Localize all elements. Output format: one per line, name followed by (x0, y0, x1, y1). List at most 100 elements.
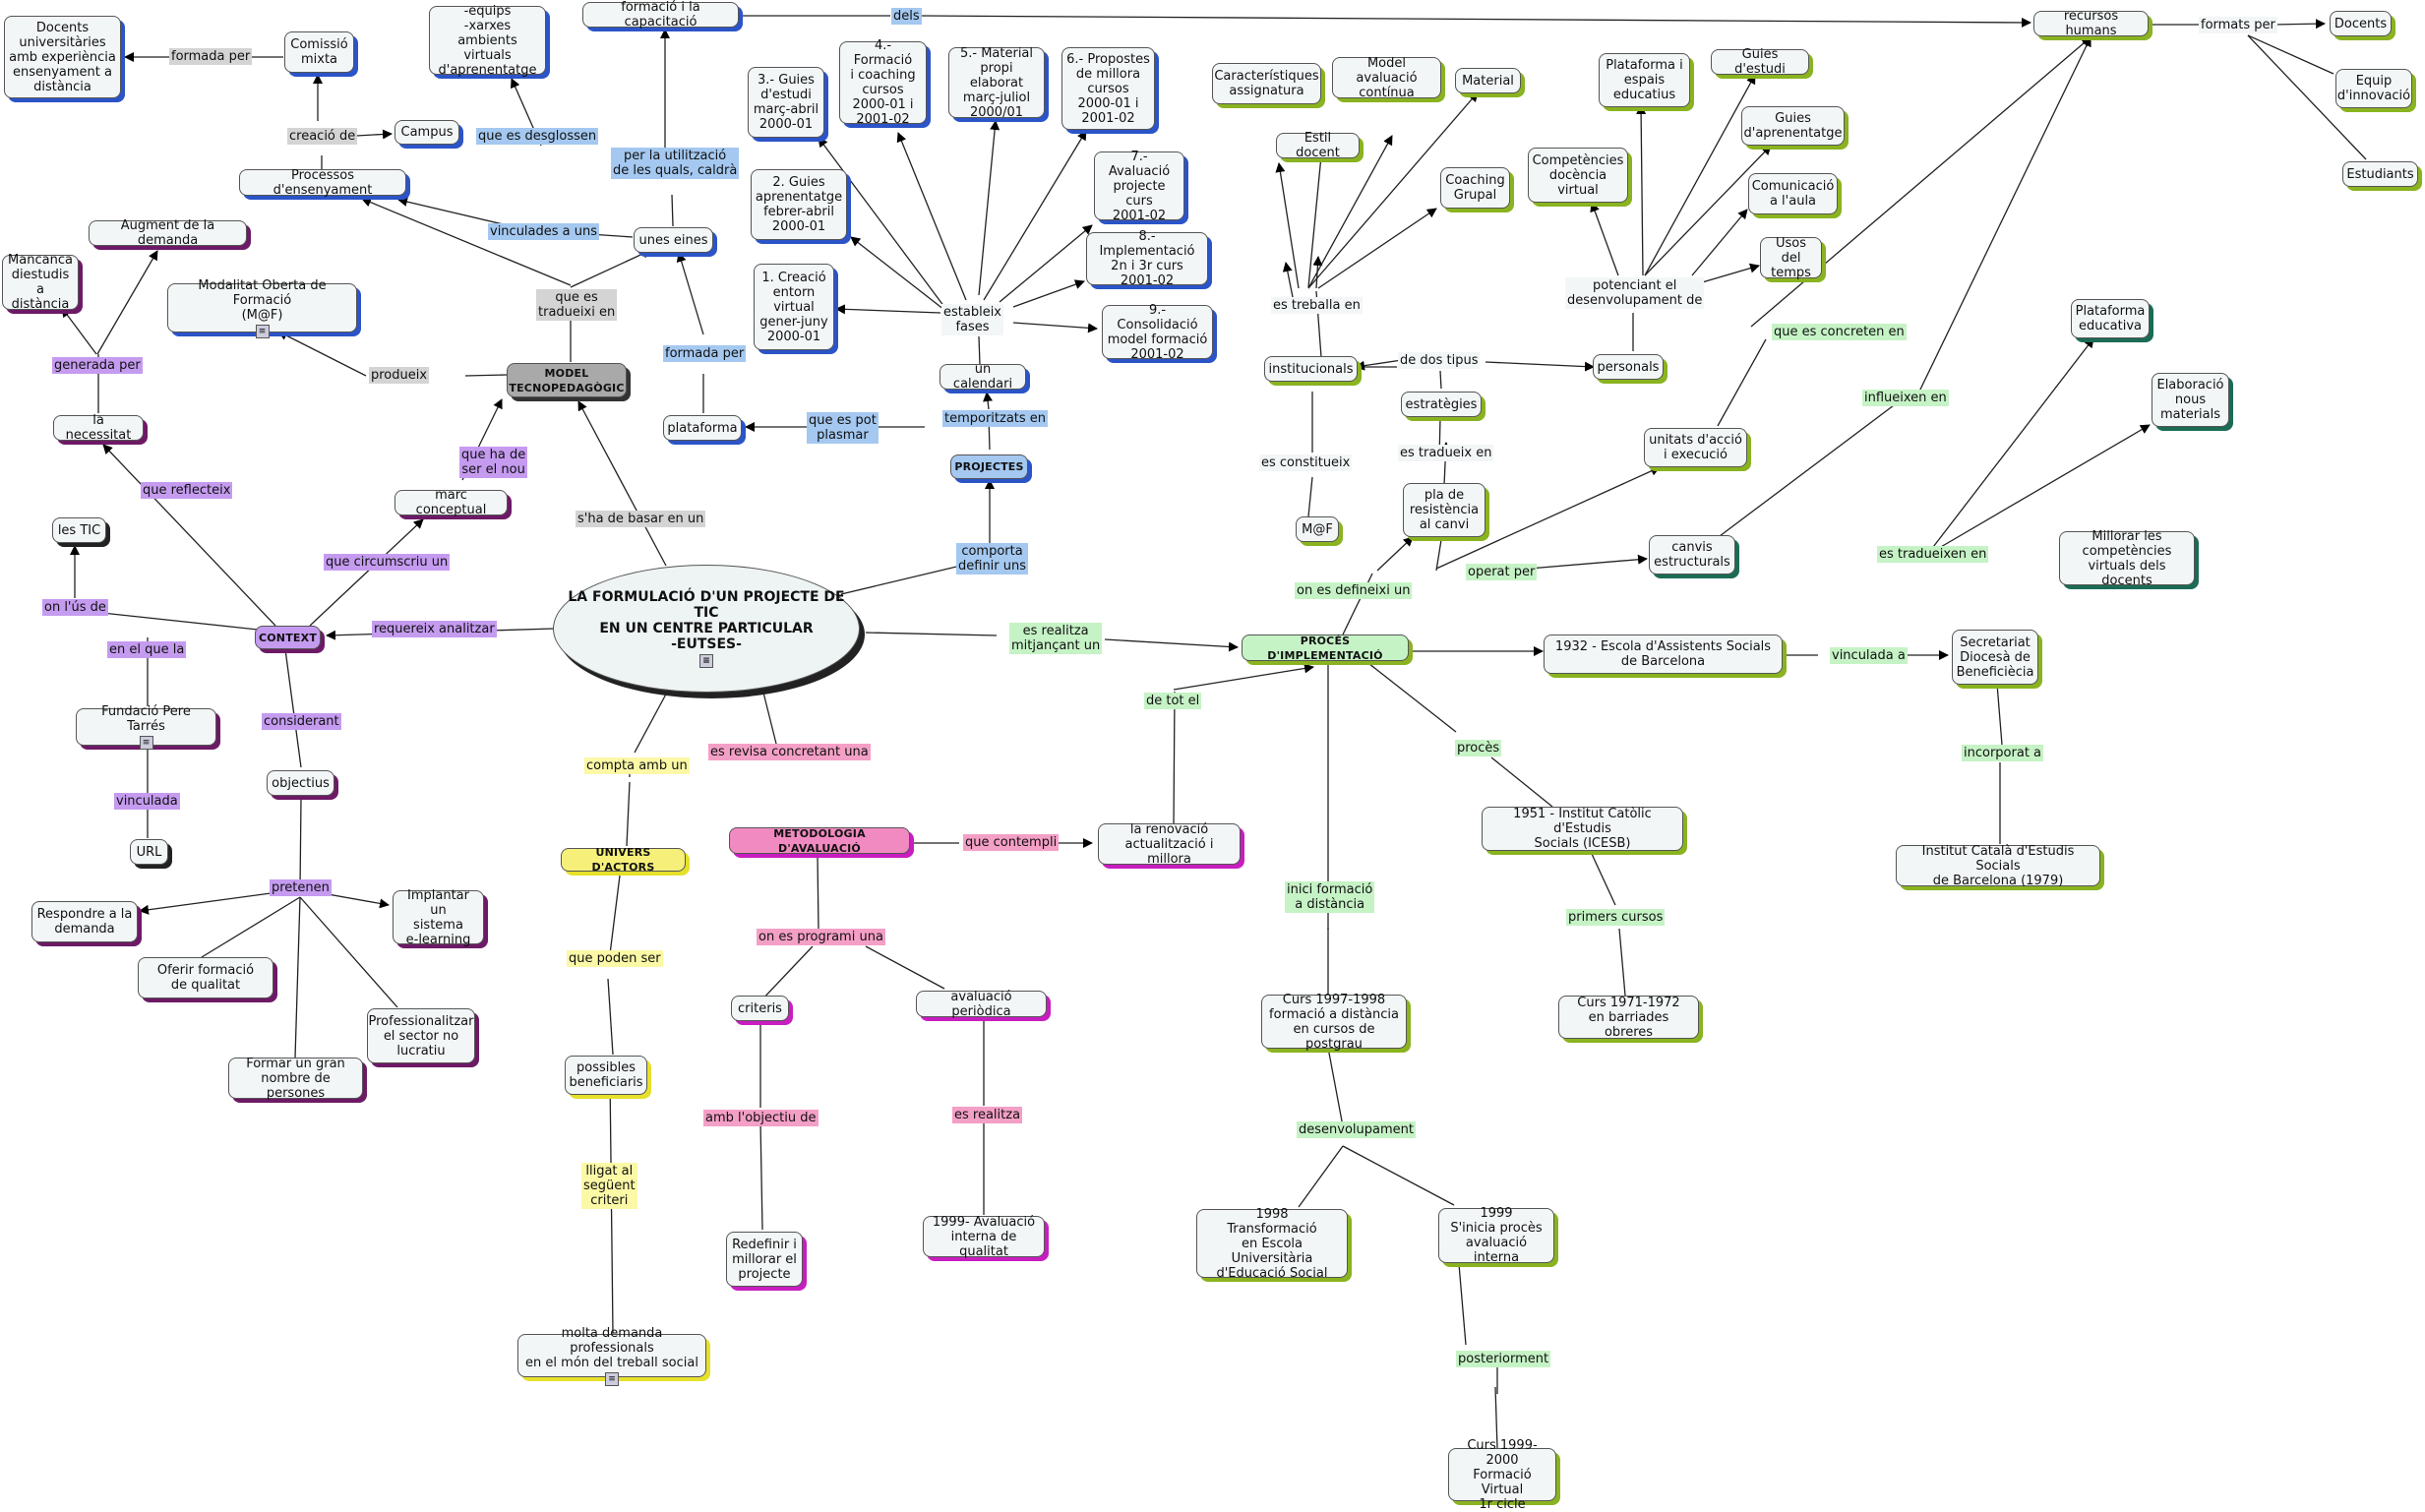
node-plataforma[interactable]: plataforma (663, 415, 742, 441)
document-icon[interactable]: ≡ (255, 324, 270, 338)
node-pla-resistencia[interactable]: pla de resistència al canvi (1403, 483, 1485, 537)
node-curs-1971[interactable]: Curs 1971-1972 en barriades obreres (1558, 996, 1699, 1040)
node-la-necessitat[interactable]: la necessitat (53, 413, 144, 443)
node-model-tecnopedagogic[interactable]: MODEL TECNOPEDAGÒGIC (507, 363, 627, 397)
node-oferir-formacio[interactable]: Oferir formació de qualitat (138, 957, 273, 998)
link-estableix-fases: estableix fases (941, 304, 1004, 335)
node-unitats-accio[interactable]: unitats d'acció i execució (1644, 428, 1747, 467)
node-model-avaluacio[interactable]: Model avaluació contínua (1332, 56, 1441, 100)
document-icon[interactable]: ≡ (699, 654, 713, 668)
link-influeixen-en: influeixen en (1862, 390, 1949, 406)
node-objectius[interactable]: objectius (267, 770, 334, 796)
node-icesb-1951[interactable]: 1951 - Institut Catòlic d'Estudis Social… (1482, 807, 1683, 851)
node-caracteristiques[interactable]: Característiques assignatura (1212, 63, 1321, 104)
node-comunicacio-aula[interactable]: Comunicació a l'aula (1748, 173, 1838, 214)
node-material[interactable]: Material (1455, 68, 1521, 93)
node-projectes[interactable]: PROJECTES (950, 454, 1028, 479)
node-modalitat-oberta[interactable]: Modalitat Oberta de Formació (M@F) ≡ (167, 278, 357, 338)
node-recursos-humans[interactable]: recursos humans (2033, 9, 2149, 38)
node-coaching-grupal[interactable]: Coaching Grupal (1440, 167, 1510, 209)
node-personals[interactable]: personals (1593, 354, 1664, 380)
document-icon[interactable]: ≡ (139, 736, 153, 750)
node-main-formulacio[interactable]: LA FORMULACIÓ D'UN PROJECTE DE TIC EN UN… (553, 565, 860, 693)
link-on-lus-de: on l'ús de (42, 599, 108, 616)
node-processos-ensenyament[interactable]: Processos d'ensenyament (239, 168, 406, 198)
node-transformacio-1998[interactable]: 1998 Transformació en Escola Universitàr… (1196, 1207, 1348, 1281)
node-respondre-demanda[interactable]: Respondre a la demanda (31, 901, 138, 942)
node-fase-6[interactable]: 6.- Propostes de millora cursos 2000-01 … (1061, 47, 1155, 130)
node-comissio-mixta[interactable]: Comissió mixta (284, 31, 354, 73)
node-competencies-docencia[interactable]: Competències docència virtual (1528, 148, 1628, 203)
node-institut-1979[interactable]: Institut Català d'Estudis Socials de Bar… (1896, 844, 2100, 888)
node-avaluacio-1999[interactable]: 1999- Avaluació interna de qualitat (923, 1215, 1045, 1259)
node-guies-estudi[interactable]: Guies d'estudi (1711, 47, 1809, 77)
node-institucionals[interactable]: institucionals (1264, 356, 1358, 382)
node-avaluacio-periodica[interactable]: avaluació periòdica (916, 990, 1047, 1019)
node-fase-7[interactable]: 7.- Avaluació projecte curs 2001-02 (1094, 150, 1184, 223)
node-professionalitzar[interactable]: Professionalitzar el sector no lucratiu (367, 1008, 475, 1063)
node-un-calendari[interactable]: un calendari (940, 362, 1026, 392)
node-guies-aprenentatge[interactable]: Guies d'aprenentatge (1741, 106, 1845, 146)
link-shade-basar: s'ha de basar en un (576, 511, 706, 527)
node-fase-2[interactable]: 2. Guies aprenentatge febrer-abril 2000-… (751, 169, 847, 240)
link-es-constitueix: es constitueix (1259, 454, 1353, 471)
node-estudiants[interactable]: Estudiants (2342, 161, 2418, 187)
node-marc-conceptual[interactable]: marc conceptual (394, 488, 508, 517)
node-estil-docent[interactable]: Estil docent (1276, 131, 1360, 160)
node-molta-demanda[interactable]: molta demanda professionals en el món de… (517, 1326, 706, 1386)
node-maf[interactable]: M@F (1296, 516, 1339, 542)
node-unes-eines[interactable]: unes eines (634, 227, 713, 253)
node-renovacio-millora[interactable]: la renovació actualització i millora (1098, 822, 1241, 867)
node-fase-1[interactable]: 1. Creació entorn virtual gener-juny 200… (754, 264, 834, 350)
node-docents[interactable]: Docents (2330, 11, 2392, 36)
node-univers-actors[interactable]: UNIVERS D'ACTORS (561, 846, 686, 874)
link-que-es-pot-plasmar: que es pot plasmar (807, 412, 879, 444)
node-fase-4[interactable]: 4.- Formació i coaching cursos 2000-01 i… (839, 38, 927, 127)
node-equips-xarxes[interactable]: -equips -xarxes ambients virtuals d'apre… (429, 4, 546, 78)
node-fase-8[interactable]: 8.- Implementació 2n i 3r curs 2001-02 (1086, 229, 1208, 288)
node-secretariat[interactable]: Secretariat Diocesà de Beneficiècia (1952, 630, 2038, 685)
node-possibles-beneficiaris[interactable]: possibles beneficiaris (565, 1056, 647, 1095)
node-campus[interactable]: Campus (394, 120, 459, 145)
node-plataforma-espais[interactable]: Plataforma i espais educatius (1599, 53, 1690, 107)
node-equip-innovacio[interactable]: Equip d'innovació (2335, 69, 2412, 108)
link-inici-formacio: inici formació a distància (1285, 881, 1375, 913)
node-plataforma-educativa[interactable]: Plataforma educativa (2071, 299, 2150, 338)
link-vinculada: vinculada (114, 793, 180, 810)
link-es-revisa: es revisa concretant una (708, 744, 871, 760)
node-formar-persones[interactable]: Formar un gran nombre de persones (228, 1057, 363, 1101)
node-escola-1932[interactable]: 1932 - Escola d'Assistents Socials de Ba… (1544, 635, 1783, 674)
main-label: LA FORMULACIÓ D'UN PROJECTE DE TIC EN UN… (568, 589, 845, 652)
node-usos-temps[interactable]: Usos del temps (1760, 236, 1822, 280)
node-fase-5[interactable]: 5.- Material propi elaborat març-juliol … (948, 46, 1045, 120)
link-temporitzats: temporitzats en (942, 410, 1049, 427)
node-formacio-capacitacio[interactable]: formació i la capacitació (582, 0, 739, 30)
node-fundacio-pere-tarres[interactable]: Fundació Pere Tarrés ≡ (76, 704, 216, 750)
node-criteris[interactable]: criteris (731, 996, 789, 1021)
document-icon[interactable]: ≡ (605, 1371, 619, 1386)
node-fase-3[interactable]: 3.- Guies d'estudi març-abril 2000-01 (748, 67, 824, 138)
node-les-tic[interactable]: les TIC (52, 517, 106, 543)
node-proces-implementacio[interactable]: PROCÉS D'IMPLEMENTACIÓ (1242, 635, 1409, 662)
node-fase-9[interactable]: 9.- Consolidació model formació 2001-02 (1102, 303, 1213, 362)
node-avaluacio-interna-1999[interactable]: 1999 S'inicia procès avaluació interna (1438, 1206, 1554, 1265)
node-curs-1997[interactable]: Curs 1997-1998 formació a distància en c… (1261, 993, 1407, 1052)
node-millorar-competencies[interactable]: Millorar les competències virtuals dels … (2059, 529, 2195, 588)
node-redefinir-projecte[interactable]: Redefinir i millorar el projecte (726, 1232, 803, 1287)
node-docents-universitaries[interactable]: Docents universitàries amb experiència e… (4, 16, 121, 98)
node-mancanca-estudis[interactable]: Mancanca diestudis a distància (2, 253, 79, 312)
node-curs-1999[interactable]: Curs 1999-2000 Formació Virtual 1r cicle (1448, 1438, 1556, 1512)
node-estrategies[interactable]: estratègies (1401, 392, 1482, 417)
node-context[interactable]: CONTEXT (255, 626, 321, 649)
link-lligat-al-criteri: lligat al següent criteri (581, 1163, 637, 1209)
link-formada-per-2: formada per (663, 345, 747, 362)
link-requereix-analitzar: requereix analitzar (372, 621, 497, 637)
node-canvis-estructurals[interactable]: canvis estructurals (1649, 535, 1735, 575)
node-augment-demanda[interactable]: Augment de la demanda (89, 218, 247, 248)
link-que-ha-de: que ha de ser el nou (459, 447, 528, 478)
node-url[interactable]: URL (130, 839, 168, 865)
node-implantar-elearning[interactable]: Implantar un sistema e-learning (393, 888, 484, 947)
link-potenciant: potenciant el desenvolupament de (1565, 277, 1705, 309)
node-metodologia-avaluacio[interactable]: METODOLOGIA D'AVALUACIÓ (729, 827, 910, 855)
node-elaboracio-materials[interactable]: Elaboració nous materials (2152, 373, 2229, 427)
